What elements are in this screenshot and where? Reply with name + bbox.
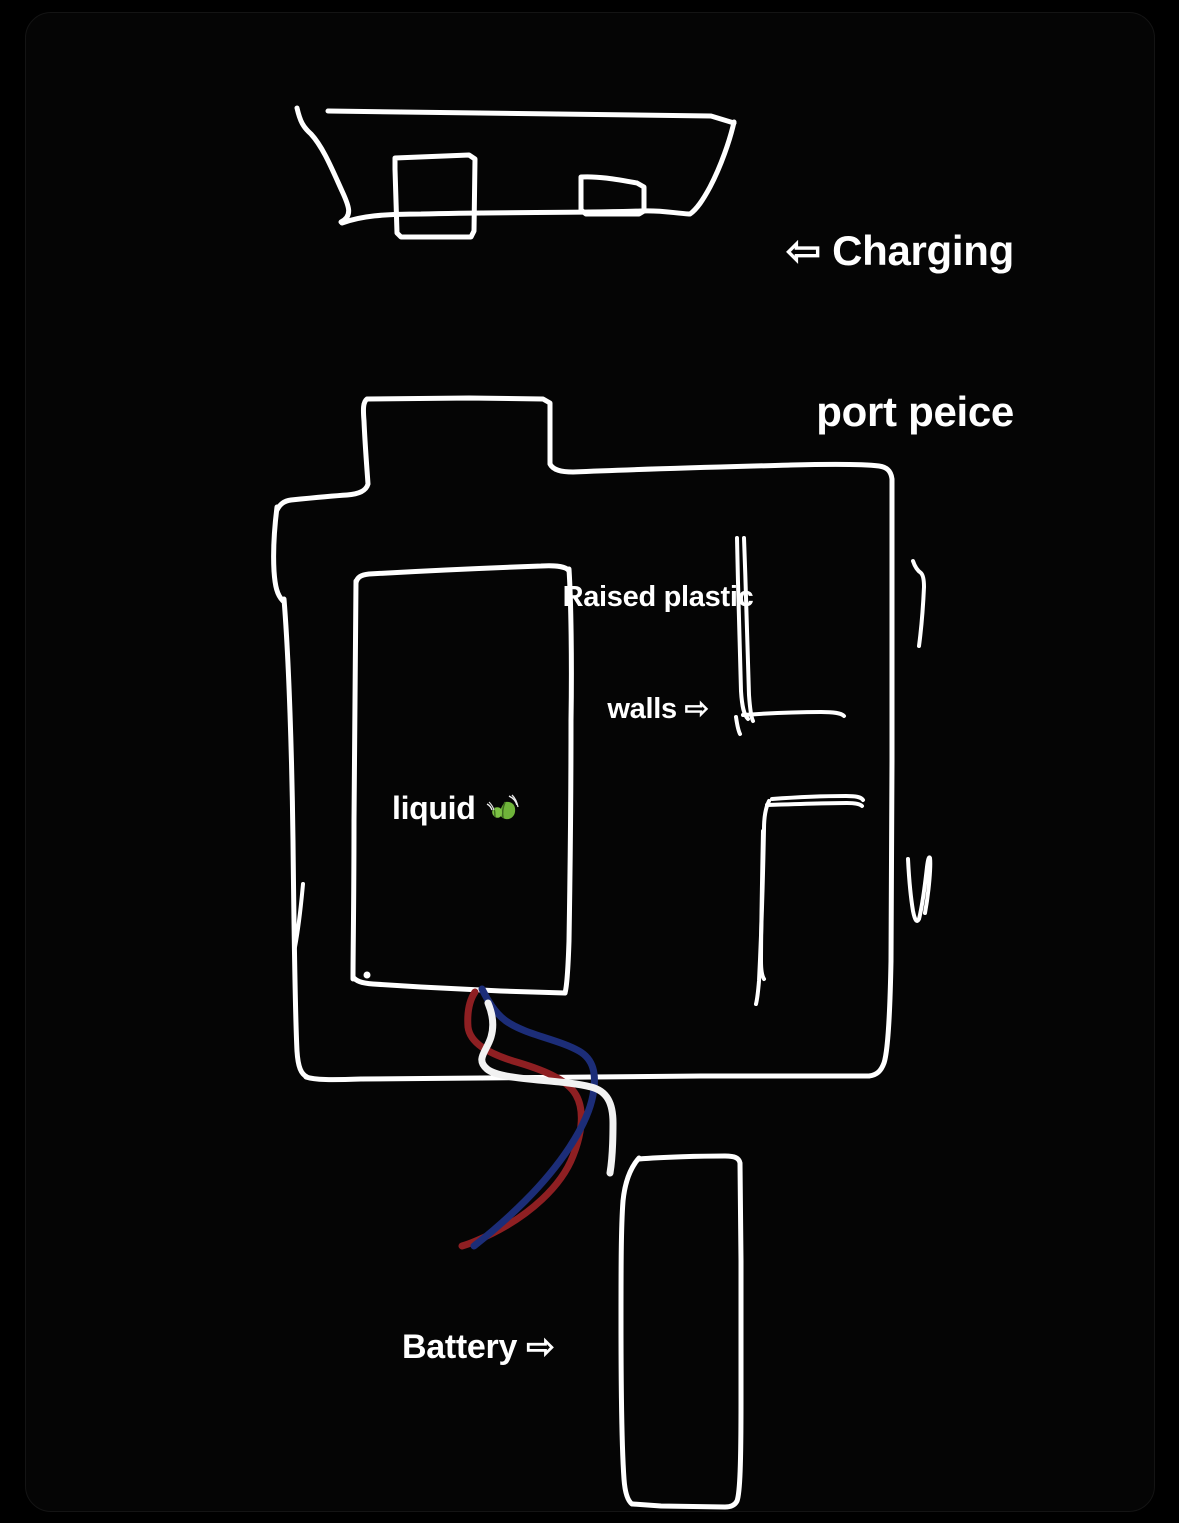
raised-wall-top-vertical-a bbox=[735, 536, 750, 721]
device-body-top-outline bbox=[274, 395, 895, 544]
charging-port-small-block bbox=[578, 174, 647, 217]
liquid-chamber-dot-mark bbox=[363, 971, 371, 979]
label-charging-port-line1: ⇦ Charging bbox=[785, 226, 1014, 274]
liquid-chamber-top bbox=[353, 563, 572, 586]
label-liquid-text: liquid bbox=[392, 789, 476, 826]
raised-plastic-walls-sketch bbox=[734, 536, 933, 1006]
raised-wall-bottom-horizontal-b bbox=[765, 801, 864, 808]
label-raised-walls-line1: Raised plastic bbox=[562, 581, 754, 614]
wire-harness bbox=[458, 985, 617, 1250]
drawing-canvas[interactable]: ⇦ Charging port peice Raised plastic wal… bbox=[25, 12, 1155, 1512]
device-body-left-edge-lower bbox=[281, 596, 310, 1080]
raised-wall-bottom-vertical-b bbox=[759, 829, 766, 981]
device-body-left-edge-upper bbox=[271, 504, 286, 604]
battery-outline-left bbox=[618, 1155, 642, 1507]
liquid-chamber-right bbox=[562, 566, 574, 996]
raised-wall-top-foot bbox=[734, 715, 742, 736]
device-main-body-sketch bbox=[271, 395, 895, 1083]
charging-port-left-edge bbox=[294, 105, 352, 225]
edge-tick-upper bbox=[911, 559, 926, 648]
leaf-fluttering-in-wind-icon bbox=[485, 732, 549, 884]
charging-port-bottom-rim bbox=[339, 208, 692, 226]
battery-cell-sketch bbox=[618, 1153, 744, 1510]
label-raised-plastic-walls: Raised plastic walls ⇨ bbox=[558, 505, 758, 802]
charging-port-piece-sketch bbox=[294, 105, 737, 240]
raised-wall-top-horizontal bbox=[741, 710, 846, 718]
blue-wire bbox=[470, 985, 598, 1250]
charging-port-right-edge bbox=[687, 119, 737, 217]
raised-wall-bottom-horizontal-a bbox=[770, 794, 865, 802]
liquid-chamber-left bbox=[350, 578, 359, 982]
charging-port-top-rim bbox=[325, 108, 737, 126]
label-liquid: liquid bbox=[392, 732, 549, 884]
liquid-chamber-sketch bbox=[350, 563, 574, 996]
battery-outline-right bbox=[630, 1153, 744, 1510]
liquid-chamber-bottom bbox=[350, 974, 568, 996]
sketch-layer bbox=[271, 105, 933, 1510]
device-body-bottom-edge bbox=[303, 1073, 872, 1083]
label-charging-port: ⇦ Charging port peice bbox=[786, 116, 1014, 546]
label-battery: Battery ⇨ bbox=[402, 1328, 555, 1366]
charging-port-connector-block bbox=[392, 152, 478, 240]
label-raised-walls-line2: walls ⇨ bbox=[607, 692, 709, 725]
white-wire bbox=[478, 999, 617, 1177]
label-charging-port-line2: port peice bbox=[816, 387, 1014, 435]
device-body-left-inner-tick bbox=[293, 882, 305, 949]
device-body-right-edge bbox=[866, 518, 895, 1079]
edge-tick-lower bbox=[906, 855, 933, 923]
